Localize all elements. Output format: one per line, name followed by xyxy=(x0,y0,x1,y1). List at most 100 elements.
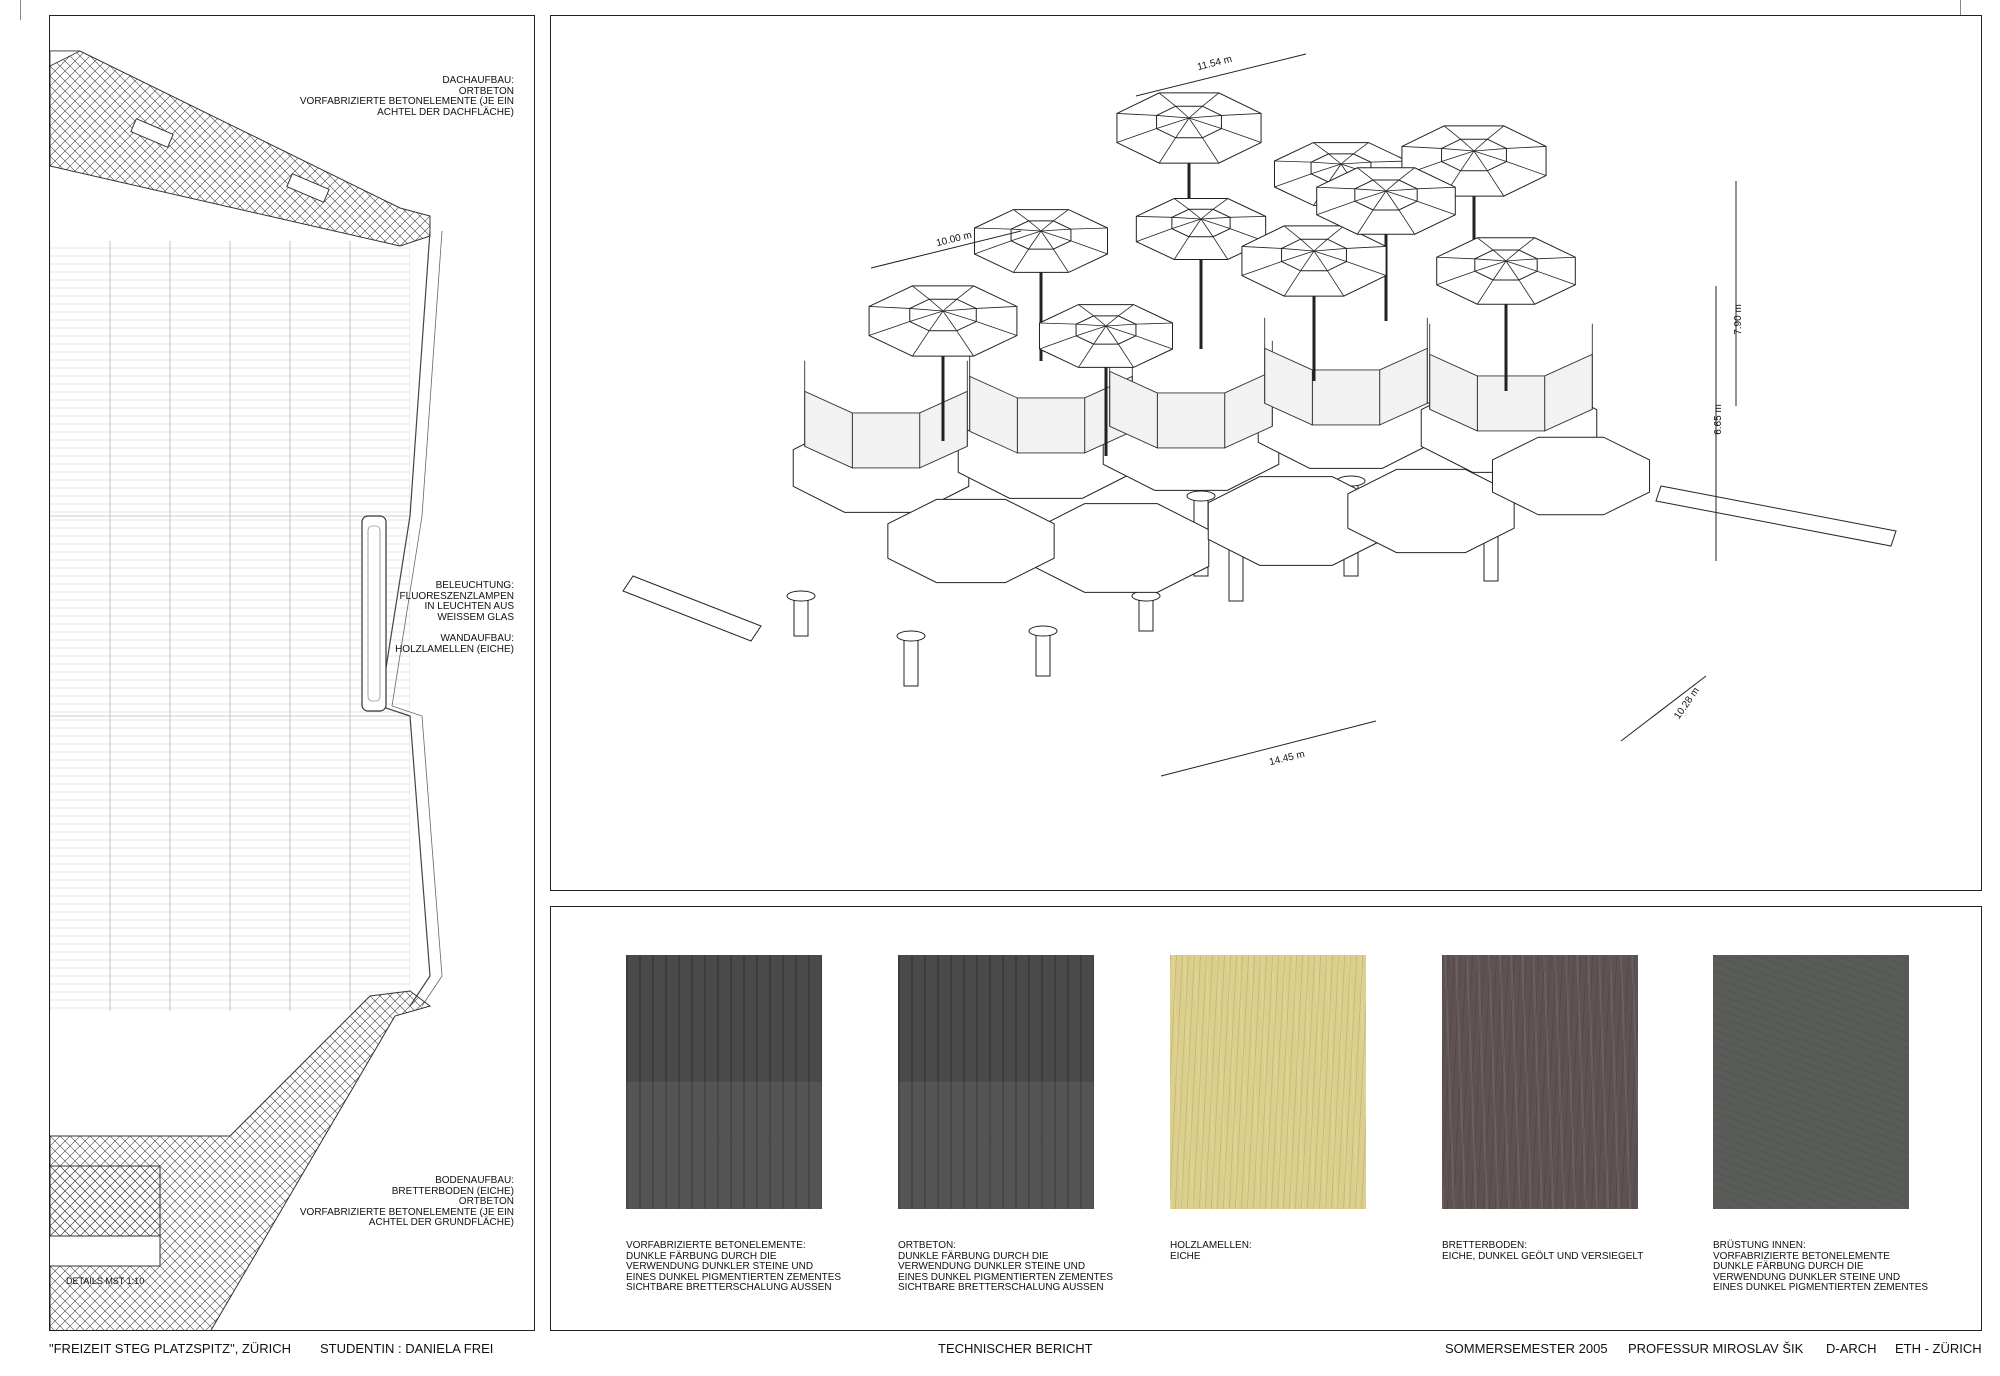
left-ramp xyxy=(622,575,762,642)
umbrella-rib xyxy=(942,308,977,312)
umbrella-rib xyxy=(1460,138,1475,152)
umbrella-rib xyxy=(1372,179,1387,192)
umbrella-rib xyxy=(1474,258,1507,262)
umbrella-rib xyxy=(1346,261,1387,276)
material-caption: HOLZLAMELLEN: EICHE xyxy=(1170,1240,1252,1262)
umbrella-roof-inner xyxy=(909,298,977,332)
umbrella-rib xyxy=(1040,230,1054,250)
umbrella-rib xyxy=(1200,218,1231,230)
umbrella-rib xyxy=(1040,220,1054,232)
student-name: STUDENTIN : DANIELA FREI xyxy=(320,1341,494,1356)
umbrella-rib xyxy=(1346,246,1387,249)
umbrella-rib xyxy=(909,308,944,312)
umbrella-rib xyxy=(1492,249,1507,262)
umbrella-rib xyxy=(1078,304,1094,317)
lighting-note: BELEUCHTUNG: FLUORESZENZLAMPEN IN LEUCHT… xyxy=(399,580,514,623)
umbrella-rib xyxy=(1328,153,1342,165)
material-caption: BRÜSTUNG INNEN: VORFABRIZIERTE BETONELEM… xyxy=(1713,1240,1929,1293)
umbrella-rib xyxy=(1401,146,1442,149)
umbrella-rib xyxy=(1105,325,1137,337)
umbrella-rib xyxy=(1116,113,1157,116)
umbrella-rib xyxy=(1518,237,1535,251)
umbrella-rib xyxy=(942,310,958,332)
umbrella-rib xyxy=(1506,161,1547,176)
umbrella-rib xyxy=(1441,148,1475,152)
umbrella-rib xyxy=(1436,270,1475,286)
professor: PROFESSUR MIROSLAV ŠIK xyxy=(1628,1341,1804,1356)
umbrella-rib xyxy=(1040,230,1072,242)
umbrella-rib xyxy=(1460,150,1475,172)
umbrella-rib xyxy=(1078,343,1094,368)
crop-mark xyxy=(20,0,21,20)
umbrella-rib xyxy=(1212,236,1229,260)
umbrella-rib xyxy=(1105,325,1119,345)
material-caption: ORTBETON: DUNKLE FÄRBUNG DURCH DIE VERWE… xyxy=(898,1240,1114,1293)
umbrella-roof-inner xyxy=(1354,179,1418,211)
umbrella-rib xyxy=(1241,261,1282,276)
umbrella-rib xyxy=(1105,323,1136,327)
umbrella-rib xyxy=(1053,248,1069,273)
umbrella-rib xyxy=(1417,200,1456,216)
umbrella-rib xyxy=(1188,115,1222,119)
umbrella-rib xyxy=(1171,216,1202,220)
umbrella-rib xyxy=(1241,246,1282,249)
umbrella-rib xyxy=(1473,148,1507,152)
umbrella-rib xyxy=(1313,250,1347,262)
column-capital xyxy=(896,630,926,642)
umbrella-rib xyxy=(909,310,944,322)
umbrella-rib xyxy=(1105,315,1119,327)
umbrella-rib xyxy=(1310,163,1342,175)
umbrella-rib xyxy=(1372,190,1387,211)
umbrella-rib xyxy=(1357,167,1374,181)
umbrella-rib xyxy=(1356,209,1374,235)
material-swatch-ortbeton xyxy=(898,955,1094,1209)
umbrella-rib xyxy=(1340,161,1371,165)
umbrella-rib xyxy=(1313,250,1328,272)
umbrella-rib xyxy=(1202,92,1220,107)
umbrella-rib xyxy=(1039,335,1077,350)
umbrella-rib xyxy=(1537,270,1576,286)
railing-wall xyxy=(1156,392,1226,449)
umbrella-rib xyxy=(1200,208,1214,220)
umbrella-rib xyxy=(1316,186,1355,190)
umbrella-rib xyxy=(928,298,944,312)
umbrella-rib xyxy=(1188,105,1203,119)
umbrella-rib xyxy=(1385,188,1418,192)
umbrella-rib xyxy=(1188,117,1222,129)
umbrella-rib xyxy=(976,321,1018,336)
umbrella-rib xyxy=(1158,92,1176,107)
umbrella-rib xyxy=(1200,216,1231,220)
umbrella-rib xyxy=(1076,323,1107,327)
umbrella-rib xyxy=(1013,248,1029,273)
umbrella-rib xyxy=(1385,190,1418,202)
column-capital xyxy=(1028,625,1058,637)
umbrella-rib xyxy=(1476,279,1494,305)
umbrella-rib xyxy=(1135,335,1173,350)
umbrella-rib xyxy=(1173,236,1190,260)
umbrella-rib xyxy=(1313,248,1347,252)
material-caption: VORFABRIZIERTE BETONELEMENTE: DUNKLE FÄR… xyxy=(626,1240,842,1293)
material-swatch-holzlamellen xyxy=(1170,955,1366,1209)
dim-height-lower: 6.65 m xyxy=(1712,404,1724,435)
umbrella-rib xyxy=(1011,228,1042,232)
umbrella-rib xyxy=(1505,258,1538,262)
umbrella-rib xyxy=(1281,250,1315,262)
umbrella-rib xyxy=(1370,160,1408,163)
umbrella-rib xyxy=(1136,228,1173,243)
umbrella-rib xyxy=(912,285,930,300)
department: D-ARCH xyxy=(1826,1341,1877,1356)
material-swatch-bretterboden xyxy=(1442,955,1638,1209)
column-capital xyxy=(1186,490,1216,502)
support-column xyxy=(903,635,919,687)
umbrella-rib xyxy=(1175,117,1190,139)
column-capital xyxy=(786,590,816,602)
axonometric-panel: 11.54 m 10.00 m 7.90 m 6.65 m 14.45 m 10… xyxy=(550,15,1982,891)
wall-build-note: WANDAUFBAU: HOLZLAMELLEN (EICHE) xyxy=(395,633,514,655)
umbrella-rib xyxy=(1136,215,1172,218)
umbrella-rib xyxy=(1505,260,1538,272)
umbrella-roof-inner xyxy=(1075,315,1137,345)
umbrella-rib xyxy=(1537,256,1576,260)
hex-platform xyxy=(1032,503,1210,593)
umbrella-rib xyxy=(1010,230,1042,242)
umbrella-rib xyxy=(1327,225,1345,240)
